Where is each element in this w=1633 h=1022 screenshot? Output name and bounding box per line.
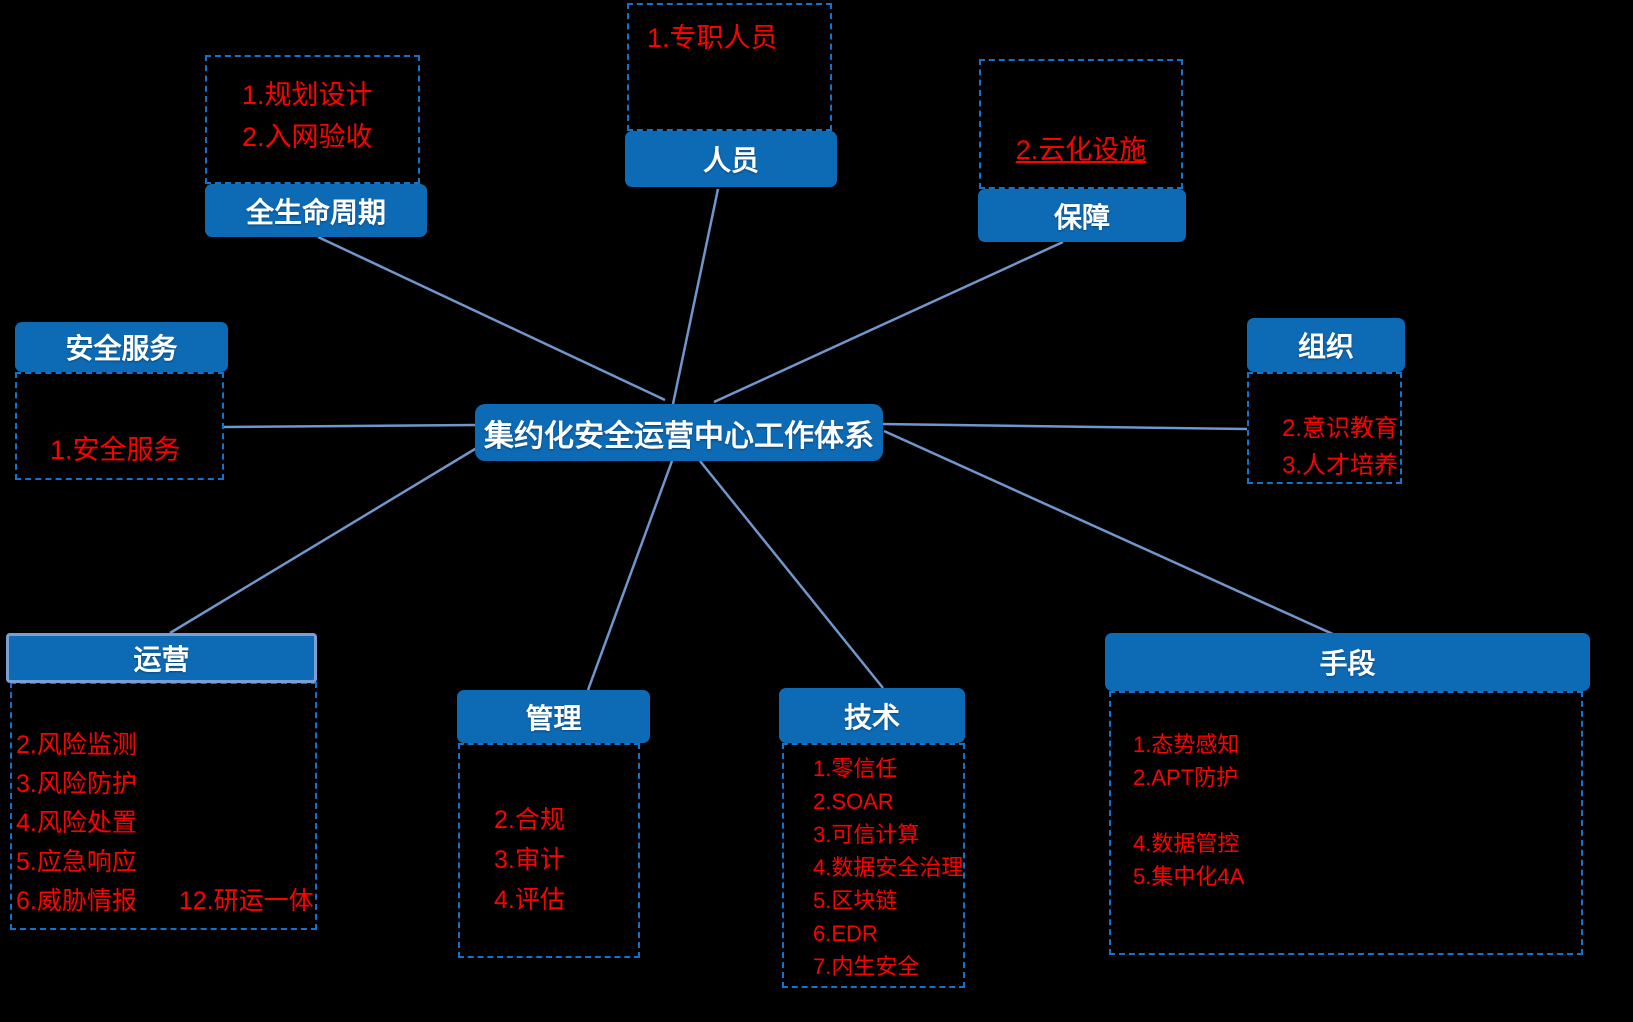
lifecycle-items: 1.规划设计 2.入网验收	[242, 74, 373, 158]
connector-support	[713, 240, 1064, 404]
list-item: 3.风险防护	[16, 770, 137, 798]
list-item: 7.内生安全	[813, 954, 920, 979]
technology-items: 1.零信任 2.SOAR 3.可信计算 4.数据安全治理 5.区块链 6.EDR…	[813, 752, 963, 983]
connector-technology	[699, 460, 884, 689]
center-node: 集约化安全运营中心工作体系	[475, 404, 883, 461]
list-item: 4.风险处置	[16, 809, 137, 837]
operations-panel	[10, 682, 317, 930]
list-item: 6.EDR	[813, 921, 878, 946]
operations-items: 2.风险监测 3.风险防护 4.风险处置 5.应急响应 6.威胁情报 12.研运一…	[16, 726, 314, 921]
list-item: 5.区块链	[813, 888, 898, 913]
organization-header: 组织	[1247, 318, 1405, 372]
connector-operations	[169, 444, 481, 635]
list-item: 3.可信计算	[813, 822, 920, 847]
management-items: 2.合规 3.审计 4.评估	[494, 800, 565, 920]
means-panel	[1109, 691, 1583, 955]
list-item: 5.集中化4A	[1133, 864, 1245, 889]
organization-panel	[1247, 372, 1402, 484]
service-items: 1.安全服务	[50, 428, 181, 467]
organization-items: 2.意识教育 3.人才培养	[1282, 410, 1398, 484]
list-item: 3.审计	[494, 846, 565, 874]
list-item: 2.合规	[494, 806, 565, 834]
list-item: 12.研运一体	[178, 887, 314, 915]
list-item: 4.数据管控	[1133, 831, 1240, 856]
list-spacer	[1133, 794, 1244, 827]
support-header: 保障	[978, 189, 1186, 242]
list-item: 1.态势感知	[1133, 732, 1240, 757]
lifecycle-panel	[205, 55, 420, 184]
connector-personnel	[671, 188, 720, 405]
list-item-row: 6.威胁情报 12.研运一体	[16, 882, 314, 921]
connector-management	[586, 460, 674, 691]
list-item: 1.专职人员	[647, 23, 778, 53]
list-item: 1.安全服务	[50, 435, 181, 465]
personnel-items: 1.专职人员	[647, 16, 778, 55]
list-item: 6.威胁情报	[16, 887, 137, 915]
list-item: 5.应急响应	[16, 848, 137, 876]
personnel-panel	[627, 3, 832, 131]
support-panel	[979, 59, 1183, 189]
means-items: 1.态势感知 2.APT防护 4.数据管控 5.集中化4A	[1133, 728, 1244, 893]
technology-header: 技术	[779, 688, 965, 743]
management-header: 管理	[457, 690, 650, 743]
list-item: 4.数据安全治理	[813, 855, 964, 880]
connector-organization	[882, 422, 1248, 431]
management-panel	[458, 743, 640, 958]
list-item: 2.意识教育	[1282, 415, 1399, 442]
lifecycle-header: 全生命周期	[205, 184, 427, 237]
means-header: 手段	[1105, 633, 1590, 691]
service-header: 安全服务	[15, 322, 228, 372]
support-items: 2.云化设施	[979, 128, 1183, 167]
list-item: 1.零信任	[813, 756, 898, 781]
service-panel	[15, 372, 224, 480]
list-item: 3.人才培养	[1282, 452, 1399, 479]
list-item: 2.入网验收	[242, 122, 373, 152]
operations-header: 运营	[6, 633, 317, 683]
list-item: 2.SOAR	[813, 789, 894, 814]
list-item: 1.规划设计	[242, 80, 373, 110]
technology-panel	[782, 743, 965, 988]
connector-service	[223, 423, 477, 429]
list-item: 2.风险监测	[16, 731, 137, 759]
list-item: 4.评估	[494, 886, 565, 914]
list-item: 2.APT防护	[1133, 765, 1239, 790]
list-item: 2.云化设施	[1015, 135, 1147, 165]
connector-lifecycle	[317, 235, 666, 402]
connector-means	[883, 429, 1347, 642]
personnel-header: 人员	[625, 131, 837, 187]
